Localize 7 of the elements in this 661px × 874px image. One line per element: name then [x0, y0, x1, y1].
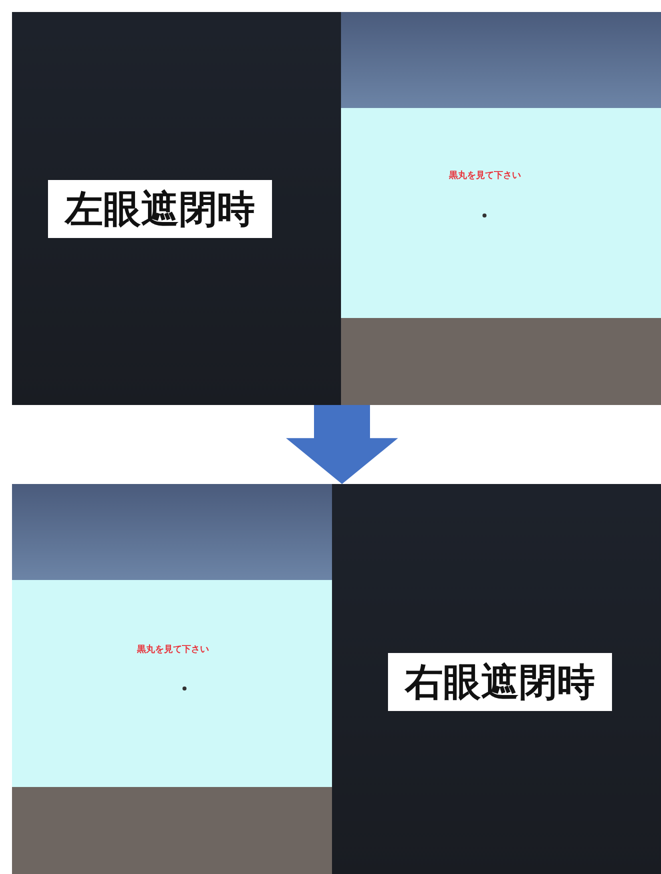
- screenshot: [12, 484, 661, 874]
- condition-label: 右眼遮閉時: [388, 653, 612, 711]
- condition-label: 左眼遮閉時: [48, 180, 272, 238]
- instruction-text: 黒丸を見て下さい: [137, 643, 209, 656]
- arrow: [286, 405, 398, 484]
- instruction-text: 黒丸を見て下さい: [449, 169, 521, 182]
- screenshot: [12, 12, 661, 405]
